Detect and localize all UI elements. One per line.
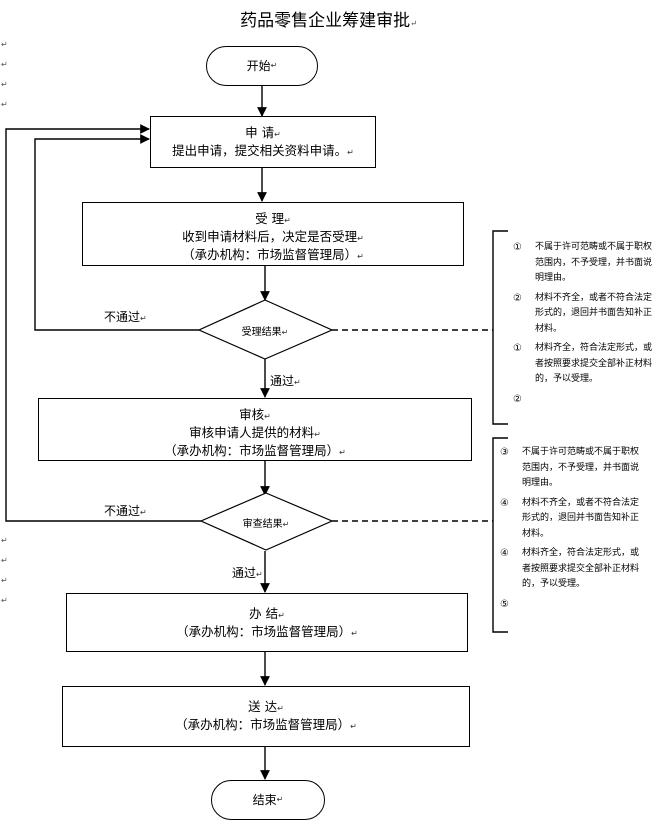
return-mark: ↵ <box>277 704 284 713</box>
note-bracket-2 <box>492 437 508 633</box>
handle-node: 办 结↵ （承办机构：市场监督管理局）↵ <box>66 593 468 652</box>
review-decision-label: 审查结果↵ <box>226 515 306 530</box>
accept-result-notes: ① 不属于许可范畴或不属于职权范围内，不予受理，并书面说明理由。 ② 材料不齐全… <box>513 240 655 405</box>
note-text: 不属于许可范畴或不属于职权范围内，不予受理，并书面说明理由。 <box>535 242 653 283</box>
return-mark: ↵ <box>410 19 417 28</box>
start-label: 开始 <box>246 59 271 73</box>
deliver-node: 送 达↵ （承办机构：市场监督管理局）↵ <box>62 686 470 747</box>
return-mark: ↵ <box>264 412 271 421</box>
edge-mark: ↵ <box>1 536 8 545</box>
apply-desc: 提出申请，提交相关资料申请。 <box>172 143 348 158</box>
note-bracket-1 <box>492 230 508 425</box>
start-node: 开始↵ <box>206 46 318 86</box>
note-text: 不属于许可范畴或不属于职权范围内，不予受理，并书面说明理由。 <box>522 447 640 488</box>
return-mark: ↵ <box>357 234 364 243</box>
return-mark: ↵ <box>282 520 290 529</box>
return-mark: ↵ <box>140 314 147 323</box>
return-mark: ↵ <box>314 430 321 439</box>
page-title-text: 药品零售企业筹建审批 <box>240 11 411 31</box>
accept-desc: 收到申请材料后，决定是否受理 <box>182 229 358 244</box>
review-title: 审核 <box>239 407 265 422</box>
accept-org: （承办机构：市场监督管理局） <box>182 247 358 262</box>
end-node: 结束↵ <box>211 780 325 820</box>
note-number: ② <box>513 292 522 304</box>
note-text: 材料齐全，符合法定形式，或者按照要求提交全部补正材料的，予以受理。 <box>535 343 653 384</box>
note-text: 材料不齐全，或者不符合法定形式的，退回并书面告知补正材料。 <box>535 292 653 334</box>
return-mark: ↵ <box>278 611 285 620</box>
pass-label-1: 通过↵ <box>270 372 301 389</box>
apply-node: 申 请↵ 提出申请，提交相关资料申请。↵ <box>150 116 376 168</box>
return-mark: ↵ <box>276 795 284 804</box>
fail-label-2: 不通过↵ <box>104 502 147 519</box>
edge-mark: ↵ <box>1 556 8 565</box>
accept-title: 受 理 <box>255 211 285 226</box>
note-number: ① <box>513 242 522 253</box>
return-mark: ↵ <box>294 378 301 387</box>
return-mark: ↵ <box>347 148 354 157</box>
return-mark: ↵ <box>270 61 278 70</box>
edge-mark: ↵ <box>1 596 8 605</box>
return-mark: ↵ <box>256 570 263 579</box>
review-node: 审核↵ 审核申请人提供的材料↵ （承办机构：市场监督管理局）↵ <box>38 398 472 461</box>
note-item: ④ 材料齐全，符合法定形式，或者按照要求提交全部补正材料的，予以受理。 <box>500 546 642 593</box>
note-item: ④ 材料不齐全，或者不符合法定形式的，退回并书面告知补正材料。 <box>500 496 642 543</box>
return-mark: ↵ <box>274 130 281 139</box>
accept-decision-text: 受理结果 <box>241 327 282 338</box>
arrow-fail-loop-1 <box>34 134 199 331</box>
decision-diamond-accept <box>197 299 334 360</box>
page-title: 药品零售企业筹建审批↵ <box>0 6 657 31</box>
pass-label-2: 通过↵ <box>232 564 263 581</box>
review-decision-text: 审查结果 <box>242 519 283 530</box>
return-mark: ↵ <box>284 216 291 225</box>
fail-label-1: 不通过↵ <box>104 308 147 325</box>
note-text: 材料齐全，符合法定形式，或者按照要求提交全部补正材料的，予以受理。 <box>522 548 640 589</box>
edge-mark: ↵ <box>1 40 8 49</box>
note-number: ④ <box>500 548 509 559</box>
fail-label-2-text: 不通过 <box>104 504 141 518</box>
return-mark: ↵ <box>281 328 289 337</box>
return-mark: ↵ <box>339 448 346 457</box>
edge-mark: ↵ <box>1 80 8 89</box>
note-number: ⑤ <box>500 598 509 610</box>
accept-node: 受 理↵ 收到申请材料后，决定是否受理↵ （承办机构：市场监督管理局）↵ <box>82 202 464 266</box>
return-mark: ↵ <box>351 629 358 638</box>
pass-label-1-text: 通过 <box>270 374 295 388</box>
note-number: ① <box>513 343 522 354</box>
note-item: ① 材料齐全，符合法定形式，或者按照要求提交全部补正材料的，予以受理。 <box>513 341 655 388</box>
deliver-title: 送 达 <box>248 699 278 714</box>
deliver-org: （承办机构：市场监督管理局） <box>175 717 351 732</box>
handle-org: （承办机构：市场监督管理局） <box>176 624 352 639</box>
note-number: ④ <box>500 497 509 509</box>
edge-mark: ↵ <box>1 576 8 585</box>
apply-title: 申 请 <box>245 125 275 140</box>
review-desc: 审核申请人提供的材料 <box>189 425 315 440</box>
note-number: ② <box>513 393 522 405</box>
review-org: （承办机构：市场监督管理局） <box>164 443 340 458</box>
handle-title: 办 结 <box>249 606 279 621</box>
note-item: ③ 不属于许可范畴或不属于职权范围内，不予受理，并书面说明理由。 <box>500 445 642 492</box>
edge-mark: ↵ <box>1 60 8 69</box>
review-result-notes: ③ 不属于许可范畴或不属于职权范围内，不予受理，并书面说明理由。 ④ 材料不齐全… <box>500 445 642 610</box>
return-mark: ↵ <box>140 508 147 517</box>
note-number: ③ <box>500 447 509 458</box>
fail-label-1-text: 不通过 <box>104 310 141 324</box>
edge-mark: ↵ <box>1 100 8 109</box>
note-text: 材料不齐全，或者不符合法定形式的，退回并书面告知补正材料。 <box>522 497 640 539</box>
accept-decision-label: 受理结果↵ <box>225 323 305 338</box>
arrow-fail-loop-2 <box>5 124 201 522</box>
note-item: ① 不属于许可范畴或不属于职权范围内，不予受理，并书面说明理由。 <box>513 240 655 287</box>
decision-diamond-review <box>199 492 334 551</box>
pass-label-2-text: 通过 <box>232 566 257 580</box>
note-item: ② 材料不齐全，或者不符合法定形式的，退回并书面告知补正材料。 <box>513 291 655 338</box>
end-label: 结束 <box>252 793 277 807</box>
return-mark: ↵ <box>350 722 357 731</box>
return-mark: ↵ <box>357 252 364 261</box>
